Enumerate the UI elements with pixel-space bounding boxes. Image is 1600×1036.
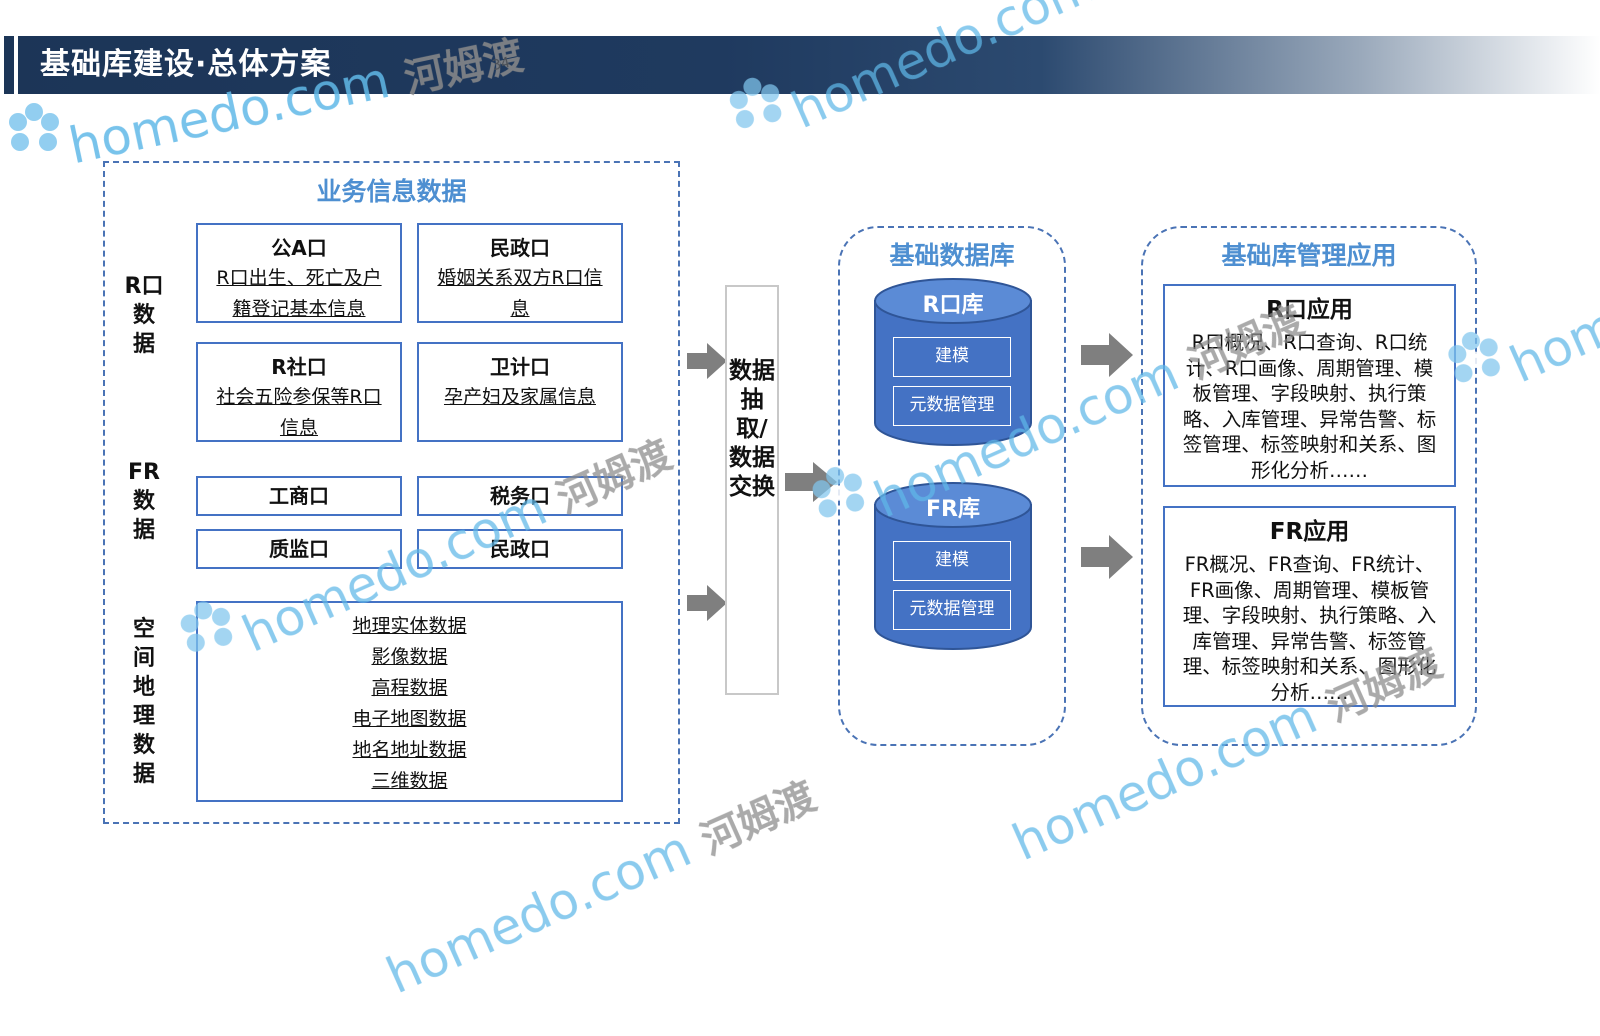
- legal-item-0: 工商口: [196, 476, 402, 516]
- spatial-item: 地名地址数据: [352, 739, 467, 761]
- data-exchange-column: 数据抽取/数据交换: [725, 285, 779, 695]
- watermark-flower-icon: [9, 103, 59, 151]
- modeling-button[interactable]: 建模: [893, 541, 1011, 581]
- watermark-cn: 河姆渡: [694, 773, 823, 865]
- database-panel-title: 基础数据库: [889, 241, 1015, 270]
- box-body: 婚姻关系双方R口信息: [437, 267, 603, 320]
- arrow-right-icon: [785, 462, 837, 502]
- spatial-item: 电子地图数据: [352, 708, 467, 730]
- app-card-title: R口应用: [1266, 297, 1353, 323]
- arrow-right-icon: [687, 585, 727, 621]
- business-data-panel: [103, 161, 680, 824]
- public-security-box: 公A口 R口出生、死亡及户籍登记基本信息: [196, 223, 402, 323]
- spatial-data-box: 地理实体数据 影像数据 高程数据 电子地图数据 地名地址数据 三维数据: [196, 601, 623, 802]
- social-security-box: R社口 社会五险参保等R口信息: [196, 342, 402, 442]
- legal-item-3: 民政口: [417, 529, 623, 569]
- watermark-flower-icon: [1356, 0, 1427, 5]
- app-card-body: R口概况、R口查询、R口统计、R口画像、周期管理、模板管理、字段映射、执行策略、…: [1182, 331, 1437, 482]
- watermark-brand: homedo: [378, 869, 588, 1006]
- population-data-label: R口数据: [124, 274, 164, 357]
- health-commission-box: 卫计口 孕产妇及家属信息: [417, 342, 623, 442]
- base-database-panel: [838, 226, 1066, 746]
- population-app-card: R口应用 R口概况、R口查询、R口统计、R口画像、周期管理、模板管理、字段映射、…: [1163, 284, 1456, 487]
- civil-affairs-box: 民政口 婚姻关系双方R口信息: [417, 223, 623, 323]
- legal-item-2: 质监口: [196, 529, 402, 569]
- spatial-item: 地理实体数据: [352, 615, 467, 637]
- title-bar: [4, 36, 1600, 94]
- spatial-data-label: 空间地理数据: [132, 617, 155, 787]
- arrow-right-icon: [687, 343, 727, 379]
- population-db-cylinder: R口库 建模 元数据管理: [873, 277, 1033, 447]
- watermark-brand: homedo: [1004, 736, 1214, 873]
- legal-db-cylinder: FR库 建模 元数据管理: [873, 481, 1033, 651]
- business-panel-title: 业务信息数据: [316, 177, 467, 206]
- spatial-item: 高程数据: [371, 677, 448, 699]
- watermark: homedo.com: [1502, 209, 1600, 395]
- title-accent-bar: [4, 36, 10, 94]
- apps-panel-title: 基础库管理应用: [1221, 241, 1397, 270]
- cylinder-title: FR库: [926, 497, 980, 522]
- box-title: 民政口: [490, 236, 550, 260]
- app-card-title: FR应用: [1269, 519, 1350, 545]
- legal-item-1: 税务口: [417, 476, 623, 516]
- box-body: R口出生、死亡及户籍登记基本信息: [216, 267, 382, 320]
- page-title: 基础库建设·总体方案: [40, 47, 332, 82]
- watermark: homedo.com: [1419, 0, 1600, 5]
- base-management-apps-panel: [1141, 226, 1477, 746]
- watermark-domain: .com: [563, 819, 700, 923]
- metadata-management-button[interactable]: 元数据管理: [893, 386, 1011, 426]
- box-body: 孕产妇及家属信息: [443, 386, 596, 408]
- app-card-body: FR概况、FR查询、FR统计、FR画像、周期管理、模板管理、字段映射、执行策略、…: [1182, 553, 1437, 704]
- spatial-item: 影像数据: [371, 646, 448, 668]
- cylinder-title: R口库: [922, 293, 984, 318]
- spatial-item: 三维数据: [371, 770, 448, 792]
- data-exchange-label: 数据抽取/数据交换: [729, 358, 775, 500]
- watermark-brand: homedo: [1419, 0, 1600, 5]
- modeling-button[interactable]: 建模: [893, 337, 1011, 377]
- title-accent-gap: [14, 36, 18, 94]
- arrow-right-icon: [1081, 535, 1133, 579]
- box-body: 社会五险参保等R口信息: [216, 386, 382, 439]
- metadata-management-button[interactable]: 元数据管理: [893, 590, 1011, 630]
- legal-app-card: FR应用 FR概况、FR查询、FR统计、FR画像、周期管理、模板管理、字段映射、…: [1163, 506, 1456, 707]
- watermark-brand: homedo: [1501, 258, 1600, 395]
- box-title: 公A口: [271, 236, 327, 260]
- box-title: 卫计口: [490, 355, 550, 379]
- arrow-right-icon: [1081, 333, 1133, 377]
- legal-data-label: FR数据: [128, 460, 160, 543]
- box-title: R社口: [271, 355, 327, 379]
